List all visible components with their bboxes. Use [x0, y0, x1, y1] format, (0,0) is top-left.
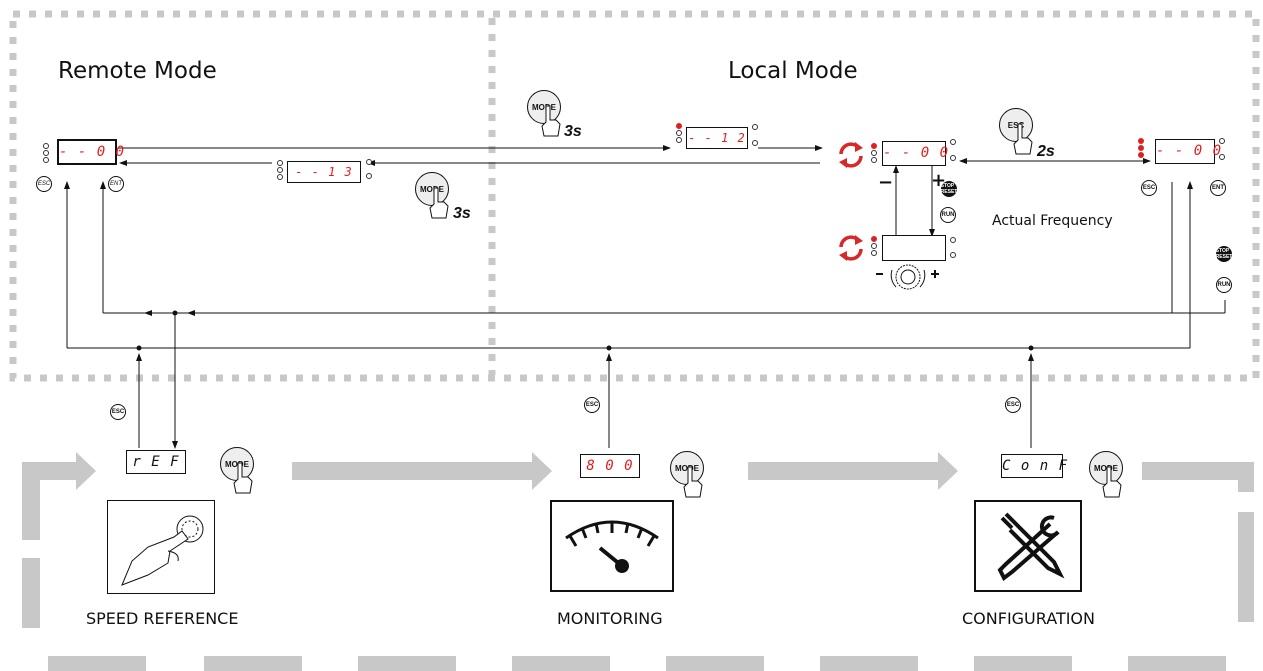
- run-key[interactable]: RUN: [1216, 277, 1232, 293]
- potentiometer-icon[interactable]: [874, 262, 942, 292]
- status-leds: [950, 139, 957, 146]
- hand-mode-icon: [1102, 466, 1122, 498]
- minus-sign: −: [878, 172, 894, 193]
- stop-reset-key[interactable]: STOP RESET: [940, 181, 958, 197]
- status-leds: [1138, 138, 1145, 159]
- status-leds: [1219, 154, 1226, 161]
- config-display: - - 0 0: [1155, 139, 1221, 164]
- hand-esc-icon: [1013, 123, 1033, 155]
- hand-mode-icon: [683, 466, 703, 498]
- status-leds: [676, 123, 683, 144]
- esc-key[interactable]: ESC: [584, 397, 600, 413]
- local-display: - - 0 0: [882, 141, 948, 166]
- status-leds: [950, 237, 957, 244]
- monitor-display: 8 0 0: [580, 454, 640, 478]
- esc-hold-duration: 2s: [1037, 143, 1055, 160]
- display-to-remote: - - 1 3: [287, 161, 361, 183]
- stop-reset-key[interactable]: STOP RESET: [1215, 246, 1233, 262]
- mode-key[interactable]: MODE: [527, 90, 561, 124]
- local-mode-title: Local Mode: [728, 58, 858, 84]
- configuration-image: [974, 500, 1082, 592]
- status-leds: [950, 155, 957, 162]
- status-leds: [871, 236, 878, 257]
- status-leds: [366, 159, 373, 166]
- status-leds: [752, 124, 759, 131]
- monitoring-image: [550, 500, 674, 592]
- status-leds: [1219, 138, 1226, 145]
- hand-knob-icon: [121, 515, 204, 586]
- rotate-arrows-icon: [839, 142, 863, 168]
- ent-key[interactable]: ENT: [1210, 180, 1226, 196]
- flow-band: [22, 452, 1254, 671]
- actual-frequency-label: Actual Frequency: [992, 213, 1113, 229]
- speed-reference-caption: SPEED REFERENCE: [86, 609, 239, 628]
- speed-reference-image: [107, 500, 215, 594]
- mode-key[interactable]: MODE: [220, 447, 254, 481]
- ent-key[interactable]: ENT: [108, 176, 124, 192]
- esc-key[interactable]: ESC: [110, 404, 126, 420]
- hand-mode-icon: [541, 105, 561, 137]
- remote-display: - - 0 0: [57, 139, 124, 165]
- configuration-caption: CONFIGURATION: [962, 609, 1095, 628]
- remote-mode-title: Remote Mode: [58, 58, 217, 84]
- mode-hold-duration: 3s: [453, 205, 471, 222]
- monitoring-caption: MONITORING: [557, 609, 663, 628]
- run-key[interactable]: RUN: [940, 207, 956, 223]
- status-leds: [752, 140, 759, 147]
- potentiometer-display: [882, 235, 946, 261]
- esc-key[interactable]: ESC: [36, 176, 52, 192]
- status-leds: [43, 143, 50, 164]
- status-leds: [950, 252, 957, 259]
- hand-mode-icon: [429, 187, 449, 219]
- mode-key[interactable]: MODE: [1089, 451, 1123, 485]
- esc-key[interactable]: ESC: [999, 108, 1033, 142]
- esc-key[interactable]: ESC: [1005, 397, 1021, 413]
- mode-frame: [9, 10, 1260, 382]
- display-to-local: - - 1 2: [686, 127, 748, 149]
- status-leds: [277, 160, 284, 181]
- mode-hold-duration: 3s: [564, 123, 582, 140]
- ref-display: r E F: [126, 450, 186, 474]
- hand-mode-icon: [233, 462, 253, 494]
- status-leds: [366, 173, 373, 180]
- status-leds: [871, 143, 878, 164]
- esc-key[interactable]: ESC: [1141, 180, 1157, 196]
- tools-icon: [997, 512, 1065, 582]
- gauge-icon: [565, 520, 659, 573]
- conf-display: C o n F: [1001, 454, 1067, 478]
- mode-key[interactable]: MODE: [670, 451, 704, 485]
- rotate-arrows-icon: [839, 235, 863, 261]
